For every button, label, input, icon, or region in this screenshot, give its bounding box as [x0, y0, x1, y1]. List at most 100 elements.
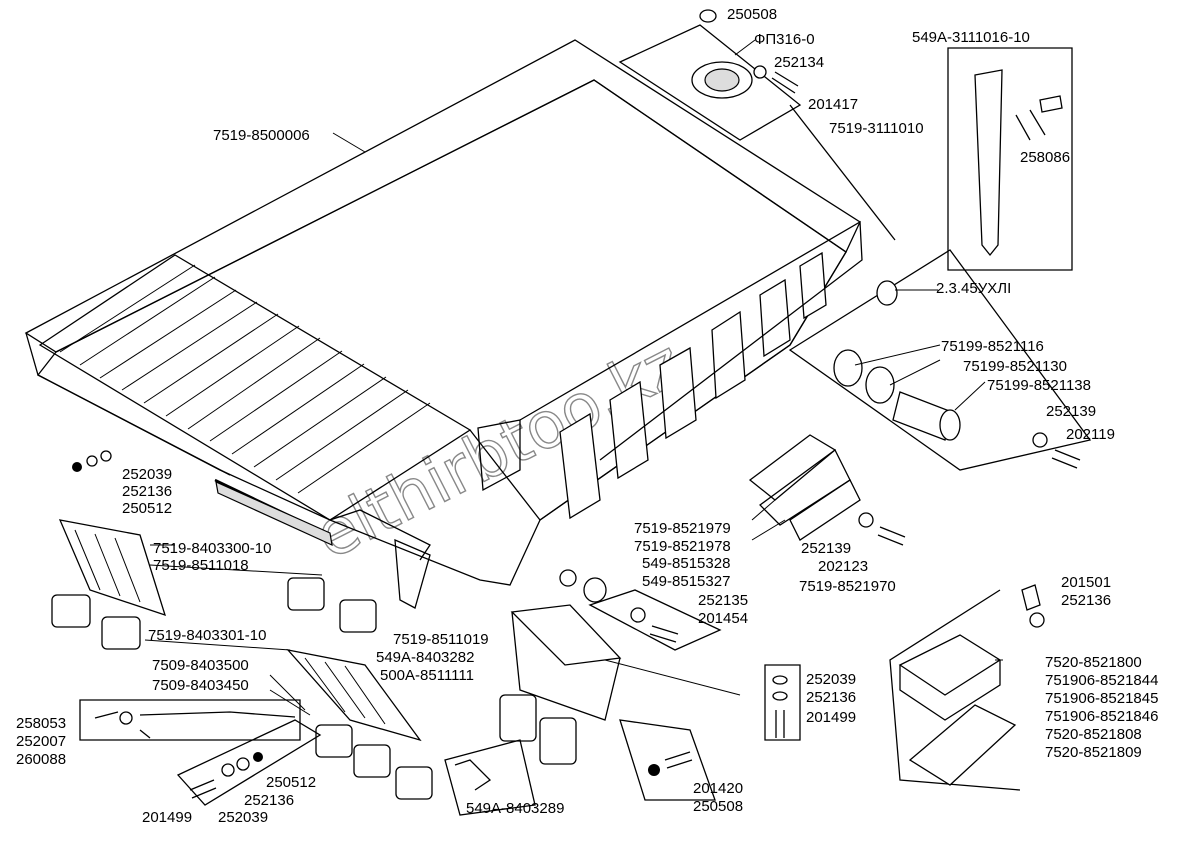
- label-7520-8521809: 7520-8521809: [1045, 744, 1142, 761]
- ring-549-8515328: [559, 569, 577, 587]
- label-201454: 201454: [698, 610, 748, 627]
- cable-8403450: [139, 711, 296, 718]
- label-7519-8500006: 7519-8500006: [213, 127, 310, 144]
- apron-ribs: [59, 264, 431, 494]
- pad-8521970: [789, 479, 861, 541]
- label-252039b: 252039: [806, 671, 856, 688]
- bolt-201499b: [189, 779, 217, 799]
- mudguard-8403300: [58, 519, 166, 617]
- label-8403301: 7519-8403301-10: [148, 627, 266, 644]
- mudguard-8403301: [286, 648, 422, 742]
- label-201501: 201501: [1061, 574, 1111, 591]
- hinge-pin-assembly: [788, 249, 1092, 471]
- label-8511019: 7519-8511019: [393, 631, 489, 648]
- label-549A-8403289: 549A-8403289: [466, 800, 564, 817]
- label-252007: 252007: [16, 733, 66, 750]
- label-8521970: 7519-8521970: [799, 578, 896, 595]
- handle-group-box: [444, 739, 536, 816]
- label-258086: 258086: [1020, 149, 1070, 166]
- flap-toolbox-1: [499, 694, 537, 742]
- pin-8521138: [892, 391, 953, 441]
- grease-fitting: [876, 280, 898, 306]
- bolt-201454: [649, 625, 679, 643]
- pin-258086: [1015, 109, 1046, 141]
- center-mudguard: [286, 577, 433, 800]
- pin-head: [939, 409, 961, 441]
- cable-group-box: [79, 699, 301, 741]
- flap-left-2: [101, 616, 141, 650]
- nut-250508: [699, 9, 717, 23]
- label-250512a: 250512: [122, 500, 172, 517]
- label-252039a: 252039: [122, 466, 172, 483]
- flap-center-3: [315, 724, 353, 758]
- bolt-201417: [771, 71, 799, 94]
- label-500A-8511111: 500A-8511111: [380, 667, 474, 684]
- leader-lines: [144, 39, 1003, 716]
- label-7520-8521808: 7520-8521808: [1045, 726, 1142, 743]
- lamp-lens: [704, 68, 740, 92]
- label-8521130: 75199-8521130: [963, 358, 1067, 375]
- washer-252007: [119, 711, 133, 725]
- label-549-8515328: 549-8515328: [642, 555, 730, 572]
- washer-252136a: [86, 455, 98, 467]
- washer-252039b: [772, 675, 788, 685]
- rear-bracket: [394, 538, 431, 609]
- label-751906-844: 751906-8521844: [1045, 672, 1158, 689]
- bolt-group-box: [619, 719, 716, 801]
- label-8521116: 75199-8521116: [941, 338, 1044, 355]
- pin-549A-3111016: [1039, 95, 1063, 113]
- label-751906-845: 751906-8521845: [1045, 690, 1158, 707]
- washer-252136b: [1029, 612, 1045, 628]
- left-mudguard: [51, 450, 166, 650]
- bolt-201501: [1021, 584, 1041, 611]
- part-labels: 250508 ФП316-0 252134 201417 7519-850000…: [16, 6, 1158, 826]
- bolt-stack-right: [764, 664, 801, 741]
- lamp-assembly: [618, 9, 896, 241]
- bolt-201499a: [775, 710, 785, 738]
- washer-252039a: [100, 450, 112, 462]
- screw-258053: [94, 711, 119, 719]
- cushion-assembly: [889, 584, 1045, 791]
- label-258053: 258053: [16, 715, 66, 732]
- washer-8521130: [865, 366, 895, 404]
- side-rib-front: [477, 419, 521, 492]
- pad-8521978: [759, 449, 851, 526]
- label-549A-3111016: 549A-3111016-10: [912, 29, 1030, 46]
- flap-center-5: [395, 766, 433, 800]
- label-252136a: 252136: [122, 483, 172, 500]
- pad-8521979: [748, 434, 837, 501]
- label-2345: 2.3.45УХЛI: [936, 280, 1011, 297]
- nut-250512b: [253, 752, 263, 762]
- washer-8521116: [833, 349, 863, 387]
- label-250512b: 250512: [266, 774, 316, 791]
- label-8403300: 7519-8403300-10: [153, 540, 271, 557]
- lamp-group-box: [618, 24, 802, 141]
- washer-252136c: [772, 691, 788, 701]
- label-8403450: 7509-8403450: [152, 677, 249, 694]
- nut-250512a: [72, 462, 82, 472]
- pad-assembly: [559, 434, 906, 651]
- label-549-8515327: 549-8515327: [642, 573, 730, 590]
- bracket-7519-3111010: [974, 69, 1003, 257]
- side-openings: [559, 251, 827, 520]
- washer-252136d: [236, 757, 250, 771]
- label-751906-846: 751906-8521846: [1045, 708, 1158, 725]
- flap-center-4: [353, 744, 391, 778]
- bolt-201420: [664, 751, 693, 769]
- washer-252139: [1032, 432, 1048, 448]
- label-202123: 202123: [818, 558, 868, 575]
- cushion-side: [899, 660, 1001, 721]
- tool-box: [444, 604, 716, 816]
- label-8511018: 7519-8511018: [153, 557, 249, 574]
- mudguard-ribs-center: [304, 657, 386, 725]
- label-252136d: 252136: [244, 792, 294, 809]
- label-7520-8521800: 7520-8521800: [1045, 654, 1142, 671]
- nut-250508b: [648, 764, 660, 776]
- lower-left-hardware: [79, 699, 322, 806]
- washer-252139b: [858, 512, 874, 528]
- plug-group-box: [588, 589, 722, 651]
- label-201420: 201420: [693, 780, 743, 797]
- rivet-260088: [139, 729, 151, 739]
- label-252136c: 252136: [806, 689, 856, 706]
- label-252139b: 252139: [801, 540, 851, 557]
